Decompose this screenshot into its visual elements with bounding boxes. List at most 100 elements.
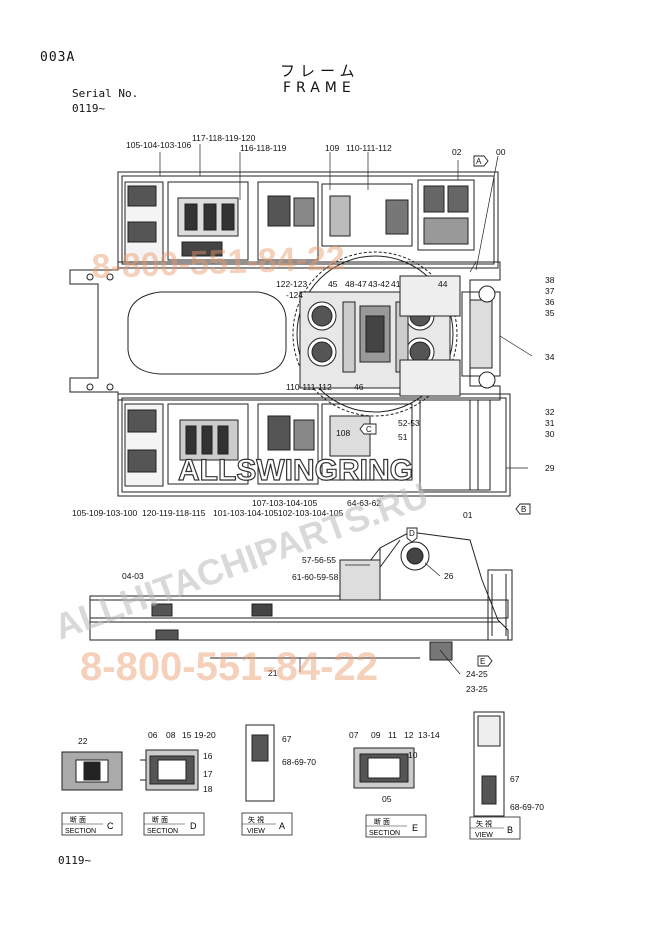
callout: 18 <box>203 784 213 794</box>
callout: 67 <box>510 774 520 784</box>
svg-text:断 面: 断 面 <box>374 817 390 826</box>
watermark-allswingring: ALLSWINGRING <box>178 454 413 487</box>
svg-text:SECTION: SECTION <box>147 828 178 835</box>
svg-text:断 面: 断 面 <box>152 815 168 824</box>
section-tag-d: 断 面 SECTION D <box>143 812 205 836</box>
callout: 41 <box>391 279 401 289</box>
title-japanese: フレーム <box>280 62 360 80</box>
callout: 45 <box>328 279 338 289</box>
view-tag-b: 矢 視 VIEW B <box>469 816 521 840</box>
callout: 122-123 <box>276 279 307 289</box>
callout: 46 <box>354 382 364 392</box>
callout: 29 <box>545 463 555 473</box>
callout: 43-42 <box>368 279 390 289</box>
callout: 00 <box>496 147 506 157</box>
callout: 21 <box>268 668 278 678</box>
callout: 109 <box>325 143 339 153</box>
view-marker-a: A <box>476 157 482 166</box>
svg-text:D: D <box>190 821 197 831</box>
callout: 04-03 <box>122 571 144 581</box>
callout: 08 <box>166 730 176 740</box>
callout: 32 <box>545 407 555 417</box>
svg-text:SECTION: SECTION <box>65 828 96 835</box>
detail-callouts: 22 06 08 15 19-20 16 17 18 67 68-69-70 0… <box>78 730 544 812</box>
callout: 102-103-104-105 <box>278 508 343 518</box>
side-view <box>89 531 513 661</box>
serial-label: Serial No. <box>72 87 139 100</box>
callout: 13-14 <box>418 730 440 740</box>
svg-text:C: C <box>107 821 114 831</box>
callout: 37 <box>545 286 555 296</box>
svg-text:VIEW: VIEW <box>475 832 493 839</box>
callout: 06 <box>148 730 158 740</box>
section-e-detail <box>353 747 415 789</box>
callout: 107-103-104-105 <box>252 498 317 508</box>
callout: 16 <box>203 751 213 761</box>
callout: 67 <box>282 734 292 744</box>
section-d-detail <box>140 749 199 791</box>
side-view-callouts: 04-03 57-56-55 61-60-59-58 26 21 24-25 2… <box>122 555 488 694</box>
callout: 57-56-55 <box>302 555 336 565</box>
svg-text:VIEW: VIEW <box>247 828 265 835</box>
view-marker-c: C <box>366 425 372 434</box>
callout: 02 <box>452 147 462 157</box>
callout: 64-63-62 <box>347 498 381 508</box>
callout: 110-111-112 <box>286 382 332 392</box>
svg-text:矢 視: 矢 視 <box>476 819 492 828</box>
callout: 108 <box>336 428 350 438</box>
callout: 48-47 <box>345 279 367 289</box>
svg-text:E: E <box>412 823 418 833</box>
callout: 15 <box>182 730 192 740</box>
callout: 120-119-118-115 <box>142 508 206 518</box>
svg-text:矢 視: 矢 視 <box>248 815 264 824</box>
view-markers <box>359 155 531 667</box>
view-marker-letters: A B C D E <box>366 157 526 666</box>
svg-text:SECTION: SECTION <box>369 830 400 837</box>
callout: 51 <box>398 432 408 442</box>
callout: 34 <box>545 352 555 362</box>
svg-text:断 面: 断 面 <box>70 815 86 824</box>
callout: 30 <box>545 429 555 439</box>
section-c-detail <box>61 751 123 791</box>
view-b-detail <box>473 711 505 817</box>
callout: 24-25 <box>466 669 488 679</box>
top-view-callouts: 105-104-103-106 117-118-119-120 116-118-… <box>72 133 555 520</box>
callout: 31 <box>545 418 555 428</box>
view-marker-b: B <box>521 505 526 514</box>
callout: 26 <box>444 571 454 581</box>
section-tag-e: 断 面 SECTION E <box>365 814 427 838</box>
callout: 01 <box>463 510 473 520</box>
callout: 105-109-103-100 <box>72 508 137 518</box>
callout: -124 <box>286 290 303 300</box>
center-body <box>69 251 501 417</box>
section-tag-c: 断 面 SECTION C <box>61 812 123 836</box>
callout: 35 <box>545 308 555 318</box>
callout: 07 <box>349 730 359 740</box>
title-english: FRAME <box>283 80 356 96</box>
callout: 09 <box>371 730 381 740</box>
callout: 110-111-112 <box>346 143 392 153</box>
callout: 52-53 <box>398 418 420 428</box>
page-code: 003A <box>40 50 76 65</box>
upper-track-frame <box>117 171 499 269</box>
view-marker-e: E <box>480 657 485 666</box>
callout: 36 <box>545 297 555 307</box>
callout: 116-118-119 <box>240 143 287 153</box>
callout: 12 <box>404 730 414 740</box>
callout: 05 <box>382 794 392 804</box>
view-a-detail <box>245 724 275 802</box>
callout: 68-69-70 <box>510 802 544 812</box>
watermark-phone-bottom: 8-800-551-84-22 <box>80 645 378 689</box>
callout: 17 <box>203 769 213 779</box>
callout: 19-20 <box>194 730 216 740</box>
callout: 11 <box>388 730 397 740</box>
callout: 101-103-104-105 <box>213 508 278 518</box>
callout: 105-104-103-106 <box>126 140 191 150</box>
watermark-phone-top: 8-800-551-84-22 <box>91 239 345 286</box>
callout: 22 <box>78 736 88 746</box>
section-tags: 断 面 SECTION C 断 面 SECTION D 矢 視 VIEW A 断… <box>61 812 521 840</box>
callout: 23-25 <box>466 684 488 694</box>
svg-text:B: B <box>507 825 513 835</box>
callout: 61-60-59-58 <box>292 572 339 582</box>
